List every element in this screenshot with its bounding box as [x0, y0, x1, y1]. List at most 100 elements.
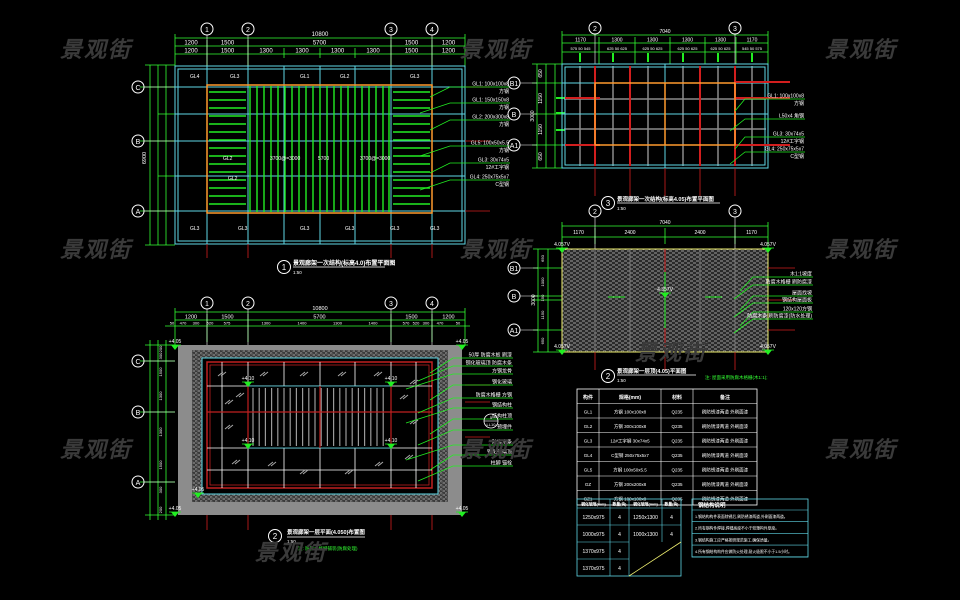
callout-subtext: C型钢: [790, 153, 804, 160]
dimension-text: 1500: [405, 315, 417, 321]
axis-label: 2: [246, 301, 250, 308]
beam-label: GL3: [238, 226, 248, 232]
table-cell: 刷防锈漆两道 外刷面漆: [702, 452, 749, 459]
dimension-text: 1300: [333, 321, 343, 326]
table-header-cell: 数量(块): [612, 502, 628, 507]
dimension-text: 1300: [682, 38, 693, 44]
glass-hatch: [373, 371, 380, 377]
table-cell: 4: [618, 515, 621, 521]
beam-label: GL4: [190, 74, 200, 80]
detail-bubble-top: 5: [490, 415, 493, 420]
dimension-text: 1300: [647, 38, 658, 44]
table-cell: 刷防锈漆两道 外刷面漆: [702, 481, 749, 488]
axis-bubble-circle: [507, 76, 521, 90]
axis-bubble-y: C: [131, 354, 145, 368]
dimension-text: 650: [538, 152, 544, 161]
elevation-marker: +4.10: [242, 376, 255, 387]
dimension-total-text: 6900: [142, 152, 148, 164]
notes-item: 3.钢结构施工应严格按照规范施工,确保质量。: [695, 537, 771, 542]
axis-label: 2: [593, 26, 597, 33]
dimension-text: 1300: [611, 38, 622, 44]
table-cell: 刷防锈漆两道 外刷面漆: [702, 438, 749, 445]
table-cell: 1250x975: [583, 515, 605, 521]
axis-bubble-x: 1: [200, 22, 214, 36]
axis-bubble-circle: [131, 405, 145, 419]
elevation-triangle-icon: [661, 293, 669, 298]
callout-subtext: 方钢: [499, 147, 509, 154]
callout-text: 50厚 防腐木板 刷漆: [469, 352, 512, 359]
dimension-text: 625 50 625: [710, 46, 731, 51]
table-cell: 4: [618, 566, 621, 572]
dimension-text: 1150: [538, 93, 544, 104]
axis-label: 4: [430, 27, 434, 34]
callout-text: 钢结构柱: [492, 402, 512, 409]
table-cell: GL2: [584, 424, 593, 429]
callout-text: 木1:1坡度: [790, 271, 812, 278]
table-header-cell: 材料: [672, 394, 682, 401]
table-cell: GL3: [584, 439, 593, 444]
elevation-triangle-icon: [458, 512, 466, 517]
elevation-label: +4.05: [169, 339, 182, 345]
floor-callout: 钢化玻璃: [429, 379, 513, 401]
axis-label: 3: [733, 209, 737, 216]
floor-callout: 钢结构柱: [405, 402, 513, 424]
plan2-scale: 1:50: [287, 539, 296, 544]
glass-hatch: [235, 392, 242, 398]
table-cell: 1370x975: [583, 566, 605, 572]
table-cell: GL1: [584, 410, 593, 415]
elevation-triangle-icon: [558, 248, 566, 253]
axis-bubble-circle: [131, 134, 145, 148]
callout-text: GL1: 100x100x8: [472, 82, 509, 88]
axis-label: A: [136, 209, 141, 216]
roof-callout: 防腐木条 刷防腐漆(防水处理): [733, 313, 813, 334]
dimension-text: 625 50 625: [642, 46, 663, 51]
table-cell: 方钢 300x100x8: [614, 423, 647, 430]
dimension-total-text: 3000: [530, 110, 536, 121]
glass-hatch: [337, 371, 344, 377]
dimension-text: 575 50 545: [570, 46, 591, 51]
callout-text: 结构柱顶: [492, 413, 512, 420]
dimension-text: 1000: [540, 277, 545, 287]
axis-label: 3: [389, 27, 393, 34]
axis-label: A: [136, 480, 141, 487]
callout-text: L50x4 角钢: [779, 113, 804, 120]
glass-hatch: [224, 424, 231, 430]
glass-hatch: [299, 469, 306, 475]
dimension-text: 1500: [221, 315, 233, 321]
table-cell: 4: [670, 532, 673, 538]
notes-title: 钢结构说明: [698, 501, 726, 509]
callout-text: GL2: 200x300x8: [472, 115, 509, 121]
axis-label: B1: [510, 81, 519, 88]
glass-hatch: [374, 461, 381, 467]
beam-label: GL3: [345, 226, 355, 232]
dimension-text: 150: [540, 294, 545, 301]
floor-callout: 防腐木条: [405, 439, 513, 461]
glass-hatch: [409, 379, 416, 385]
floor-callout: 防腐木格栅 方钢: [417, 392, 513, 414]
plan4-title-number: 2: [606, 372, 611, 381]
callout-text: GL4: 250x75x5x7: [470, 175, 509, 181]
elevation-label: 4.357V: [657, 287, 674, 293]
dimension-text: 1500: [158, 367, 163, 377]
elevation-label: 4.057V: [554, 242, 571, 248]
axis-label: 1: [205, 27, 209, 34]
dimension-text: 545 50 575: [742, 46, 763, 51]
dimension-text: 1400: [369, 321, 379, 326]
dimension-total-text: 7040: [659, 29, 670, 35]
beam-label: GL2: [223, 156, 233, 162]
dimension-text: 575: [224, 321, 231, 326]
axis-bubble-circle: [425, 296, 439, 310]
dimension-text: 1150: [538, 124, 544, 135]
elevation-triangle-icon: [171, 512, 179, 517]
plan1-green-joists: [209, 86, 430, 212]
axis-bubble-y: A: [131, 475, 145, 489]
roof-callout: 钢结构屋面板: [733, 297, 813, 318]
dimension-total-text: 3000: [531, 294, 537, 305]
elevation-label: +4.05: [169, 506, 182, 512]
